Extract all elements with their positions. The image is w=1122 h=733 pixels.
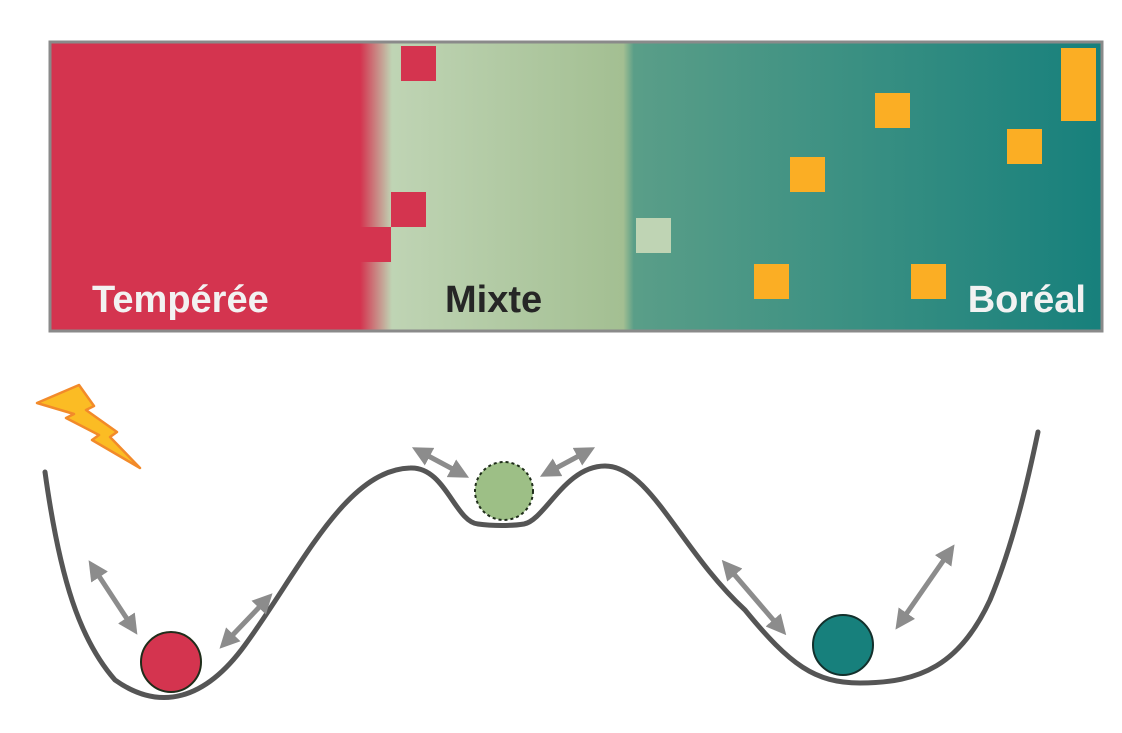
temperate-state-ball	[140, 631, 202, 693]
temperate-patch	[391, 192, 426, 227]
double-arrow-icon	[895, 544, 955, 630]
double-arrow-icon	[721, 559, 787, 636]
boreal-patch	[790, 157, 825, 192]
biome-band: Tempérée Mixte Boréal	[48, 40, 1104, 333]
double-arrow-icon	[411, 447, 470, 478]
double-arrow-icon	[539, 447, 596, 477]
double-arrow-icon	[88, 560, 138, 635]
boreal-patch	[911, 264, 946, 299]
biome-band-frame	[48, 40, 1104, 333]
fluctuation-arrows	[88, 447, 955, 649]
boreal-patch	[875, 93, 910, 128]
lightning-icon	[35, 383, 142, 470]
boreal-state-ball	[812, 614, 874, 676]
stability-landscape-curve	[42, 429, 1041, 700]
zone-label-boreal: Boréal	[968, 279, 1086, 321]
mixed-patch	[636, 218, 671, 253]
zone-label-mixed: Mixte	[445, 279, 542, 321]
boreal-patch	[1061, 48, 1096, 121]
boreal-patch	[754, 264, 789, 299]
mixed-state-ball	[474, 461, 534, 521]
boreal-patch	[1007, 129, 1042, 164]
double-arrow-icon	[219, 593, 273, 649]
zone-label-temperate: Tempérée	[92, 279, 269, 321]
temperate-patch	[401, 46, 436, 81]
temperate-patch	[356, 227, 391, 262]
